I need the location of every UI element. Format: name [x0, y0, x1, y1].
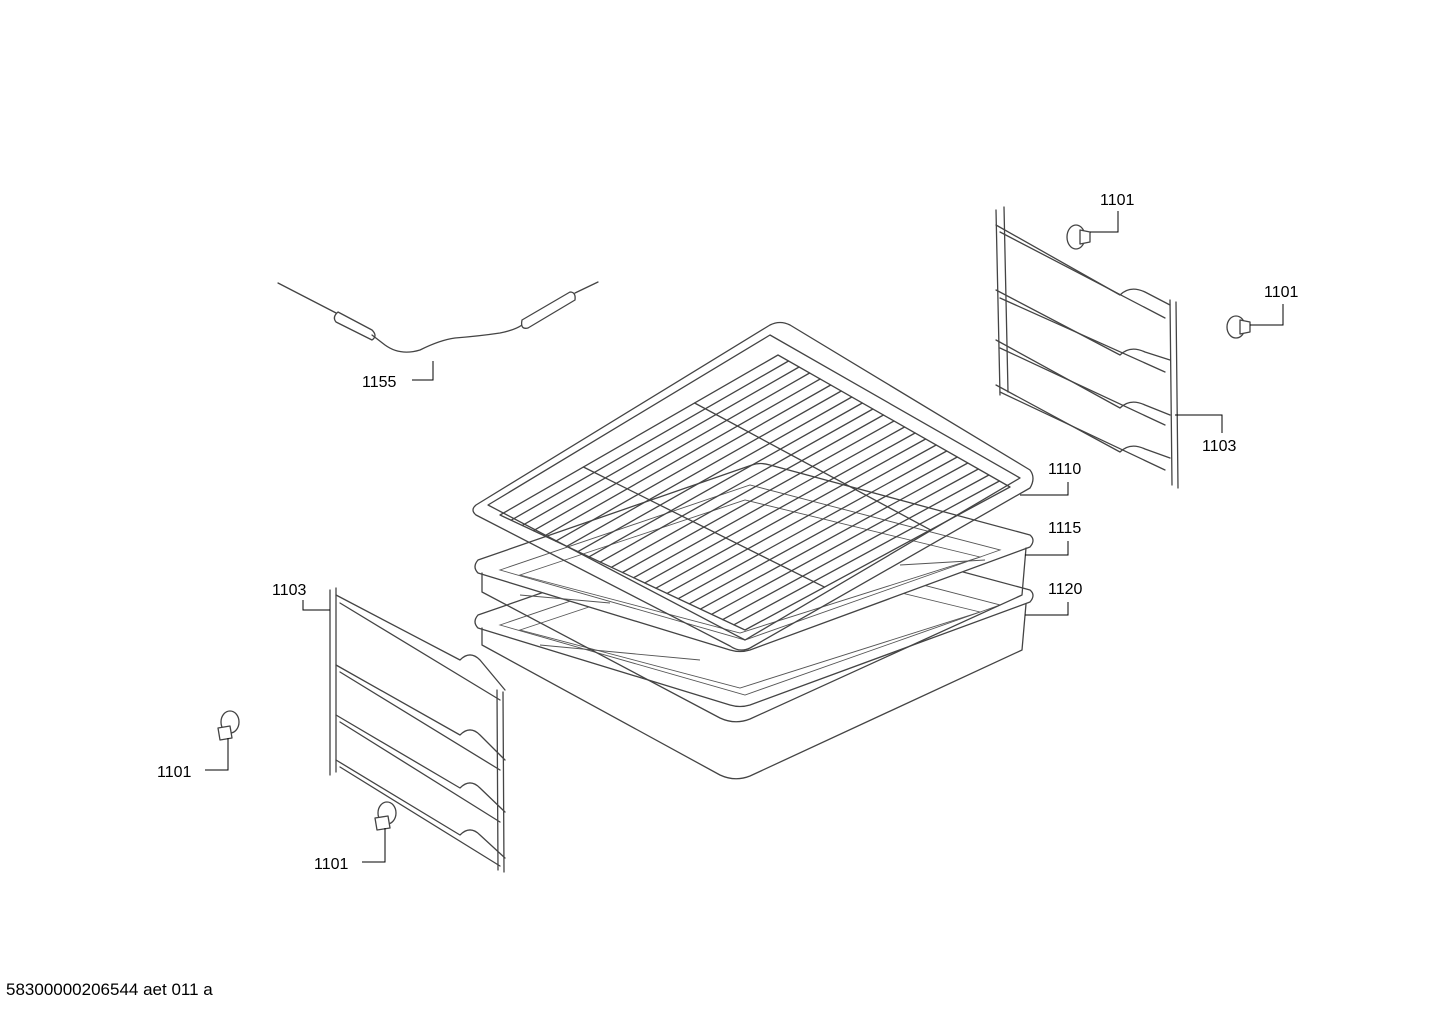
rack-wire	[722, 474, 990, 621]
side-rail-right	[995, 206, 1179, 489]
rack-wire	[566, 390, 842, 548]
rack-wire	[644, 432, 916, 584]
callout-clip-right-top: 1101	[1100, 192, 1135, 209]
document-footer-code: 58300000206544 aet 011 a	[6, 980, 213, 999]
leader-lines	[205, 211, 1284, 863]
clip-left-a	[217, 710, 240, 741]
rack-wire	[710, 468, 980, 615]
rack-crossbar	[582, 466, 826, 588]
rack-wire	[543, 378, 821, 537]
rack-wire	[577, 396, 853, 553]
rack-wire	[688, 456, 958, 605]
rack-wire	[655, 438, 927, 589]
wire-rack-1110	[472, 321, 1034, 651]
callout-probe: 1155	[362, 374, 397, 391]
rack-wire	[632, 426, 906, 579]
rack-wire	[621, 420, 895, 574]
rack-wire	[532, 372, 811, 532]
rack-wire	[677, 450, 948, 600]
rack-wire	[521, 366, 800, 527]
meat-probe-1155	[277, 281, 599, 353]
callout-clip-left-a: 1101	[157, 764, 192, 781]
clip-left-b	[374, 801, 397, 831]
callout-clip-right-mid: 1101	[1264, 284, 1299, 301]
callout-tray-1: 1115	[1048, 520, 1081, 537]
rack-wire	[588, 402, 864, 558]
rack-crossbar	[693, 402, 932, 531]
clip-right-top	[1066, 224, 1091, 250]
rack-wire	[733, 480, 1001, 626]
side-rail-left	[329, 587, 506, 873]
rack-wire	[599, 408, 874, 563]
rack-wires	[510, 360, 1001, 626]
rack-wire	[510, 360, 790, 521]
callout-tray-2: 1120	[1048, 581, 1083, 598]
rack-wire	[699, 462, 969, 610]
rack-wire	[666, 444, 937, 595]
rack-wire	[555, 384, 832, 542]
callout-rack: 1110	[1048, 461, 1081, 478]
rack-wire	[610, 414, 885, 568]
clip-right-mid	[1226, 315, 1251, 339]
callout-clip-left-b: 1101	[314, 856, 349, 873]
callout-rail-right: 1103	[1202, 438, 1237, 455]
callout-rail-left: 1103	[272, 582, 307, 599]
